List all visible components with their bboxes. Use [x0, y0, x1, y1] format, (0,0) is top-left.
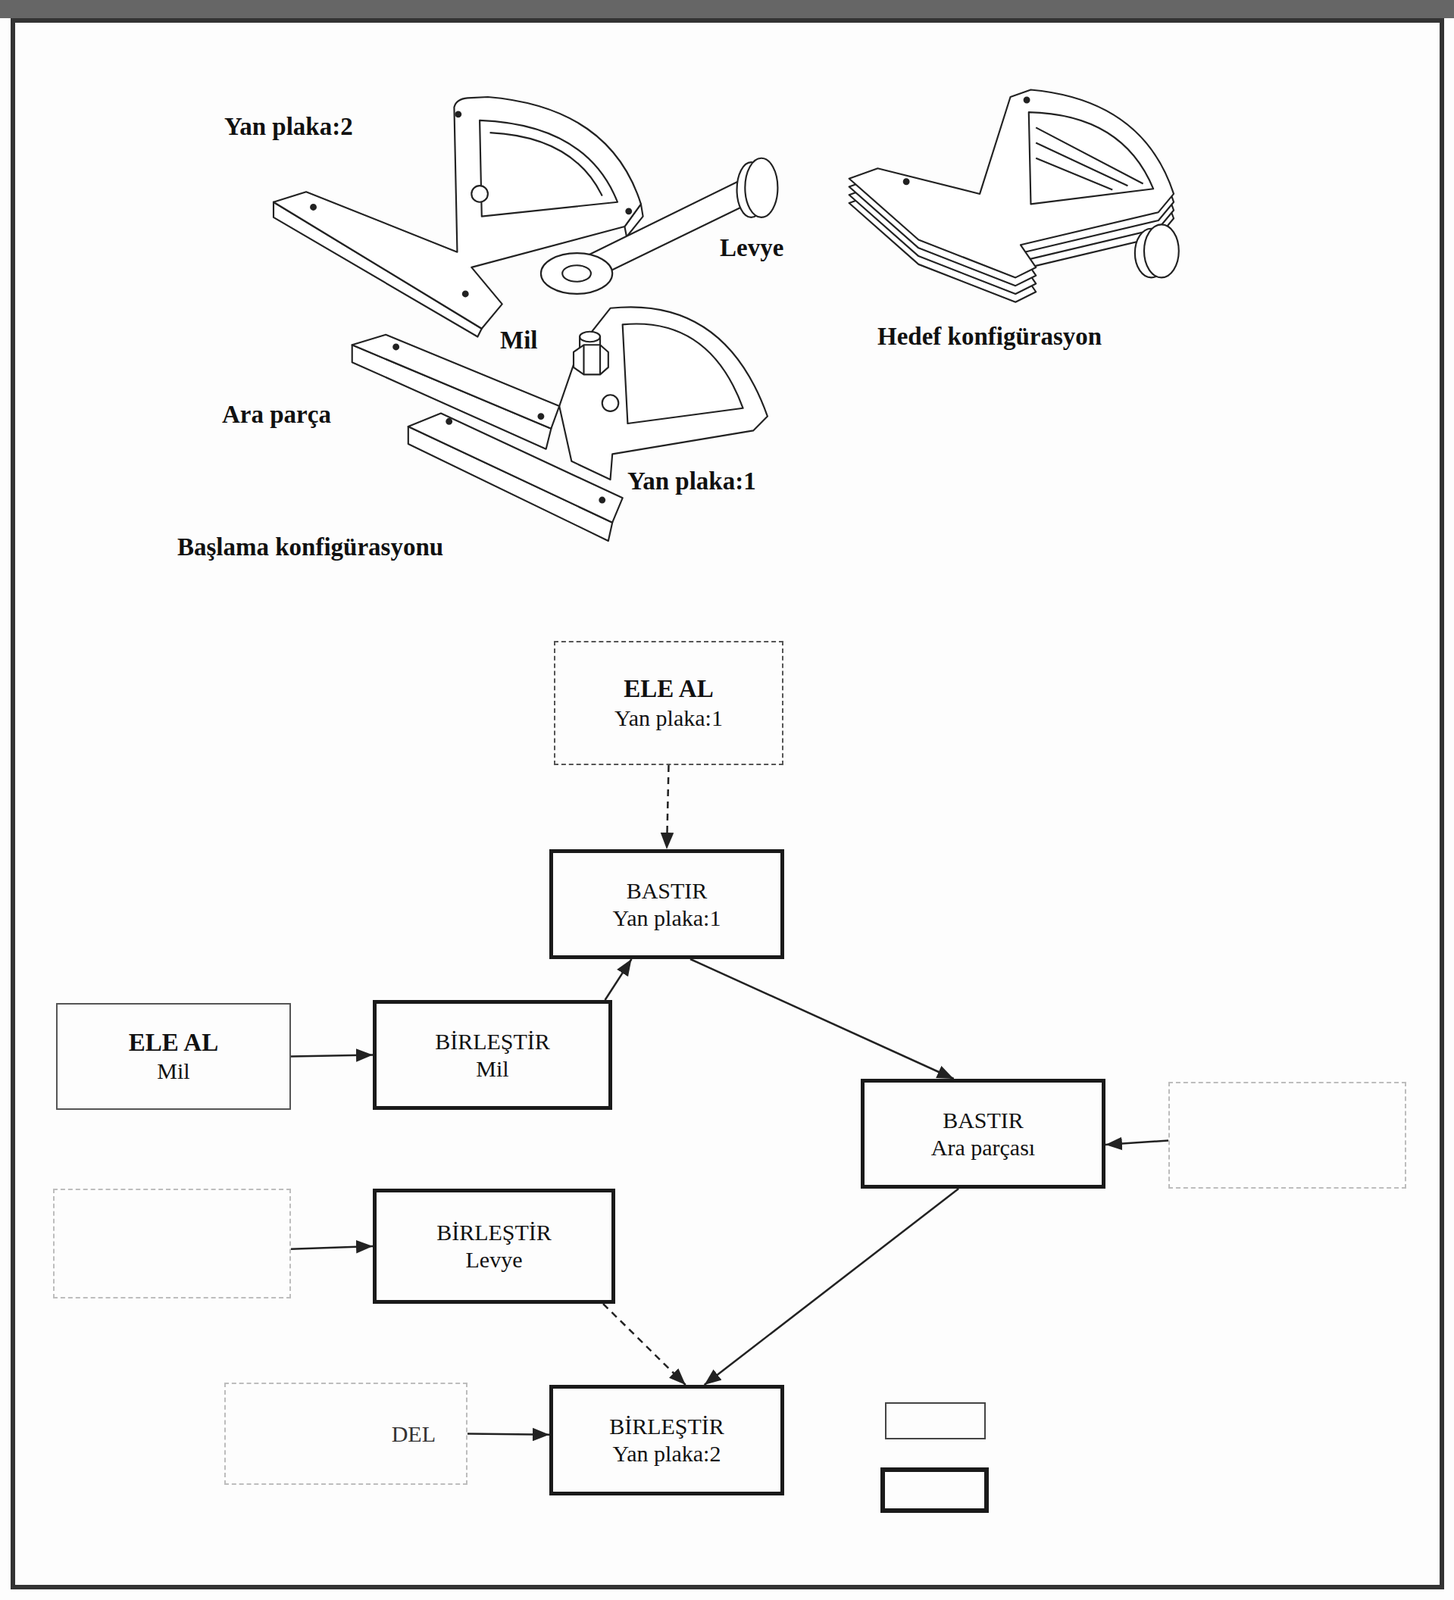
- shaft: [573, 331, 609, 376]
- box-heading: DEL: [391, 1420, 436, 1448]
- process-box: [53, 1188, 291, 1299]
- flow-arrow: [690, 959, 954, 1079]
- flow-arrow: [290, 1246, 373, 1250]
- part-label: Mil: [500, 325, 538, 357]
- process-box: ELE ALYan plaka:1: [553, 641, 784, 766]
- flow-arrow: [1105, 1141, 1169, 1145]
- process-box: [1168, 1081, 1407, 1189]
- box-text: Yan plaka:2: [612, 1440, 722, 1468]
- box-text: Yan plaka:1: [614, 704, 723, 732]
- top-bar: [0, 0, 1454, 19]
- part-label: Hedef konfigürasyon: [877, 322, 1102, 353]
- part-label: Levye: [719, 233, 784, 264]
- target-assembly: [849, 90, 1179, 303]
- flow-arrow: [467, 1434, 550, 1436]
- box-heading: BİRLEŞTİR: [434, 1028, 551, 1056]
- flow-arrow: [603, 1303, 686, 1386]
- box-heading: BASTIR: [942, 1106, 1024, 1135]
- box-heading: ELE AL: [128, 1028, 219, 1059]
- border-frame: [12, 20, 1442, 1588]
- part-label: Ara parça: [222, 400, 332, 431]
- side-plate-1: [408, 306, 768, 541]
- flow-arrow: [605, 959, 632, 1001]
- part-label: Yan plaka:2: [224, 112, 354, 143]
- flow-arrow: [290, 1055, 373, 1057]
- part-label: Yan plaka:1: [627, 466, 757, 498]
- box-heading: ELE AL: [623, 674, 713, 705]
- box-heading: BİRLEŞTİR: [609, 1413, 725, 1441]
- legend-thin-box: [885, 1403, 985, 1439]
- flow-arrow: [666, 765, 670, 850]
- process-box: BİRLEŞTİRMil: [372, 1000, 613, 1111]
- box-text: Mil: [156, 1057, 190, 1086]
- process-box: BİRLEŞTİRLevye: [372, 1188, 616, 1304]
- box-text: Ara parçası: [931, 1134, 1035, 1162]
- process-box: BASTIRYan plaka:1: [549, 849, 785, 960]
- process-box: BİRLEŞTİRYan plaka:2: [549, 1385, 785, 1496]
- part-label: Başlama konfigürasyonu: [177, 532, 444, 563]
- box-text: Levye: [465, 1246, 523, 1274]
- flow-arrow: [704, 1188, 960, 1386]
- box-text: Yan plaka:1: [612, 904, 722, 932]
- box-text: Mil: [475, 1055, 509, 1083]
- process-box: ELE ALMil: [56, 1003, 291, 1111]
- legend-thick-box: [882, 1469, 987, 1511]
- box-heading: BİRLEŞTİR: [436, 1219, 552, 1247]
- process-box: DEL: [224, 1382, 468, 1486]
- process-box: BASTIRAra parçası: [860, 1078, 1106, 1189]
- lever: [540, 158, 779, 294]
- box-heading: BASTIR: [626, 877, 708, 905]
